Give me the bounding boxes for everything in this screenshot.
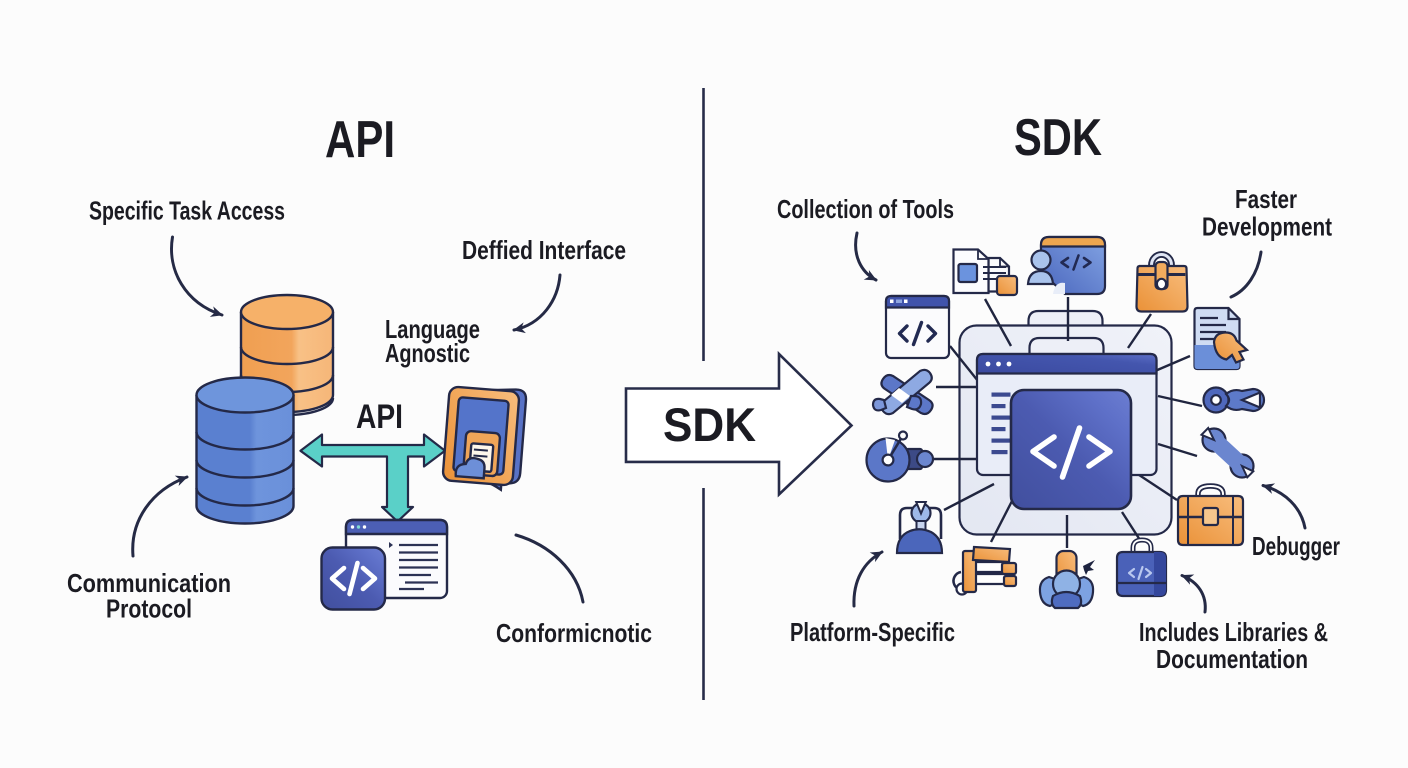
svg-text:Debugger: Debugger (1252, 531, 1340, 561)
svg-text:Collection of Tools: Collection of Tools (777, 194, 954, 224)
svg-text:Development: Development (1202, 212, 1332, 242)
svg-text:Language: Language (385, 314, 480, 344)
svg-text:SDK: SDK (663, 398, 756, 451)
svg-text:Deffied Interface: Deffied Interface (462, 235, 626, 265)
svg-text:SDK: SDK (1014, 109, 1102, 167)
svg-text:Communication: Communication (67, 568, 231, 598)
svg-text:API: API (356, 398, 403, 436)
svg-text:Includes Libraries &: Includes Libraries & (1139, 617, 1328, 647)
svg-text:API: API (325, 111, 395, 169)
svg-text:Conformicnotic: Conformicnotic (496, 618, 652, 648)
svg-text:Faster: Faster (1235, 184, 1297, 214)
svg-text:Documentation: Documentation (1156, 644, 1308, 674)
svg-text:Protocol: Protocol (106, 594, 192, 624)
svg-text:Platform-Specific: Platform-Specific (790, 617, 955, 647)
svg-text:Specific Task Access: Specific Task Access (89, 196, 285, 226)
svg-text:Agnostic: Agnostic (385, 338, 470, 368)
